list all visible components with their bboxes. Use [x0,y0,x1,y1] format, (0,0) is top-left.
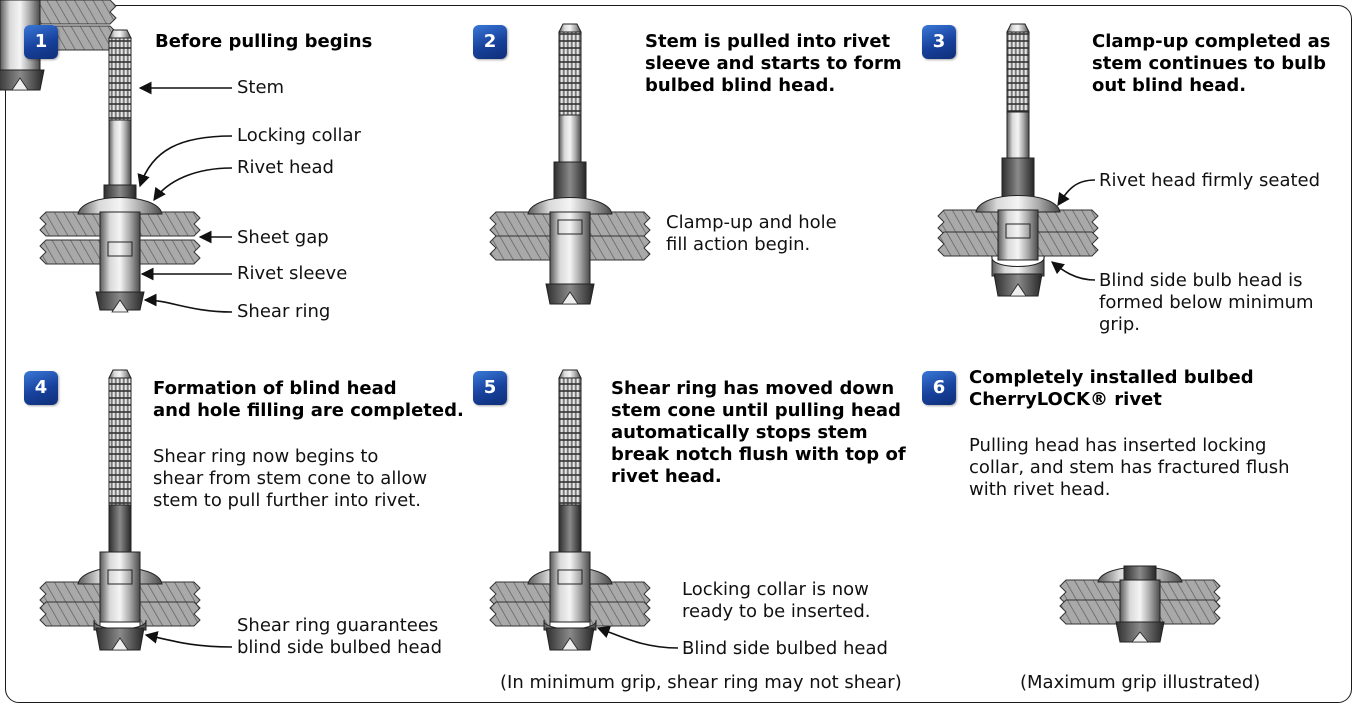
diagram-frame [5,5,1352,703]
panel5-title-line: stem cone until pulling head [611,400,901,421]
panel6-caption: (Maximum grip illustrated) [1020,672,1261,693]
panel4-body: Shear ring now begins to shear from stem… [153,446,427,512]
panel6-body-line: with rivet head. [969,479,1111,500]
panel5-title: Shear ring has moved down stem cone unti… [611,378,906,488]
panel4-body-line: stem to pull further into rivet. [153,490,422,511]
panel3-title-line: stem continues to bulb [1092,53,1326,74]
panel3-title-line: Clamp-up completed as [1092,31,1331,52]
label-bulb-head-line: formed below minimum [1099,292,1314,313]
label-locking-collar: Locking collar [237,125,361,146]
panel4-body-line: shear from stem cone to allow [153,468,428,489]
panel1-rivet [39,29,233,313]
panel4-body-line: Shear ring now begins to [153,446,379,467]
panel5-rivet [489,369,679,651]
label-guarantee-line: blind side bulbed head [237,637,443,658]
panel6-body-line: collar, and stem has fractured flush [969,457,1290,478]
label-bulb-head-line: grip. [1099,314,1140,335]
label-rivet-head: Rivet head [237,157,334,178]
step-badge-3: 3 [922,25,956,59]
label-guarantee-line: Shear ring guarantees [237,615,439,636]
label-bulb-head-line: Blind side bulb head is [1099,270,1303,291]
step-badge-2: 2 [473,25,507,59]
panel5-title-line: automatically stops stem [611,422,868,443]
panel1-title: Before pulling begins [155,31,372,53]
panel2-title-line: bulbed blind head. [645,75,836,96]
panel2-title-line: Stem is pulled into rivet [645,31,891,52]
panel6-body-line: Pulling head has inserted locking [969,435,1267,456]
panel2-title-line: sleeve and starts to form [645,53,902,74]
label-shear-ring: Shear ring [237,301,331,322]
label-bulb-head: Blind side bulb head is formed below min… [1099,270,1314,336]
panel3-rivet [937,23,1099,297]
panel6-body: Pulling head has inserted locking collar… [969,435,1290,501]
step-badge-4: 4 [24,371,58,405]
panel5-title-line: rivet head. [611,466,722,487]
panel6-title-line: CherryLOCK® rivet [969,389,1162,410]
panel4-title: Formation of blind head and hole filling… [153,378,464,422]
panel3-title-line: out blind head. [1092,75,1247,96]
panel6-title: Completely installed bulbed CherryLOCK® … [969,367,1254,411]
label-clamp-up: Clamp-up and hole fill action begin. [666,212,837,256]
label-sheet-gap: Sheet gap [237,227,329,248]
panel1-title-line: Before pulling begins [155,31,373,52]
panel2-title: Stem is pulled into rivet sleeve and sta… [645,31,902,97]
label-clamp-up-line: Clamp-up and hole [666,212,837,233]
panel2-rivet [489,23,651,305]
panel5-title-line: break notch flush with top of [611,444,906,465]
label-rivet-sleeve: Rivet sleeve [237,263,348,284]
panel4-title-line: and hole filling are completed. [153,400,464,421]
panel6-rivet [1059,565,1221,643]
label-blind-side-bulbed: Blind side bulbed head [682,638,888,659]
panel5-title-line: Shear ring has moved down [611,378,895,399]
label-collar-ready-line: ready to be inserted. [682,601,871,622]
panel6-title-line: Completely installed bulbed [969,367,1254,388]
label-rivet-head-seated: Rivet head firmly seated [1099,170,1321,191]
label-clamp-up-line: fill action begin. [666,234,811,255]
panel5-caption: (In minimum grip, shear ring may not she… [500,672,902,693]
rivet-drawing [0,0,117,91]
label-collar-ready-line: Locking collar is now [682,579,869,600]
step-badge-1: 1 [24,25,58,59]
label-stem: Stem [237,77,285,98]
panel4-rivet [39,369,233,651]
label-shear-ring-guarantees: Shear ring guarantees blind side bulbed … [237,615,442,659]
label-collar-ready: Locking collar is now ready to be insert… [682,579,870,623]
step-badge-5: 5 [473,371,507,405]
panel3-title: Clamp-up completed as stem continues to … [1092,31,1330,97]
step-badge-6: 6 [922,371,956,405]
panel4-title-line: Formation of blind head [153,378,397,399]
